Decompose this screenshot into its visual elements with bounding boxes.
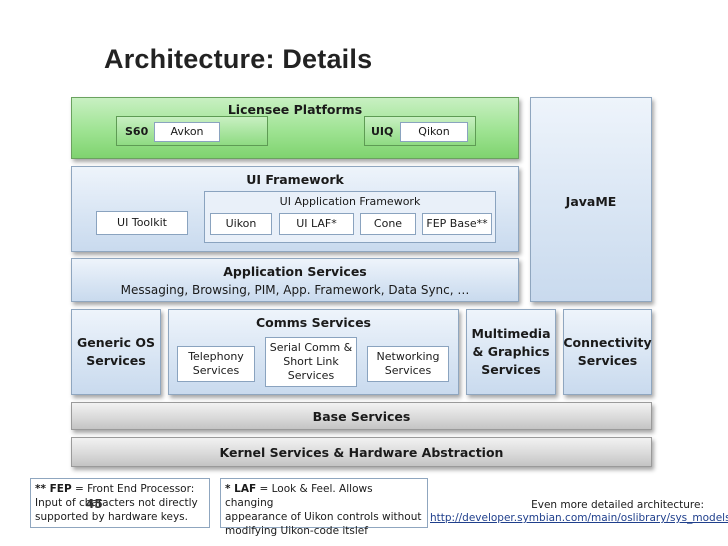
fep-term: ** FEP bbox=[35, 483, 72, 495]
qikon-box: Qikon bbox=[400, 122, 468, 142]
application-services-band: Application Services Messaging, Browsing… bbox=[71, 258, 519, 302]
kernel-services-label: Kernel Services & Hardware Abstraction bbox=[219, 444, 504, 460]
application-services-title: Application Services bbox=[223, 264, 367, 279]
application-services-subtitle: Messaging, Browsing, PIM, App. Framework… bbox=[120, 283, 470, 297]
laf-note: * LAF = Look & Feel. Allows changing app… bbox=[220, 478, 428, 537]
base-services-band: Base Services bbox=[71, 402, 652, 430]
serial-comm-box: Serial Comm & Short Link Services bbox=[265, 337, 357, 387]
telephony-line1: Telephony bbox=[188, 350, 244, 363]
more-detail-label: Even more detailed architecture: bbox=[531, 499, 704, 511]
ui-toolkit-label: UI Toolkit bbox=[117, 216, 167, 229]
javame-label: JavaME bbox=[565, 194, 617, 209]
laf-text1: = Look & Feel. Allows changing bbox=[225, 483, 373, 509]
ui-laf-label: UI LAF* bbox=[296, 217, 337, 230]
licensee-platforms-title: Licensee Platforms bbox=[227, 102, 363, 117]
fep-text2: Input of characters not directly bbox=[35, 497, 198, 509]
ui-laf-box: UI LAF* bbox=[279, 213, 354, 235]
licensee-platforms-band: Licensee Platforms S60 Avkon UIQ Qikon bbox=[71, 97, 519, 159]
fep-base-box: FEP Base** bbox=[422, 213, 492, 235]
comms-services-title: Comms Services bbox=[255, 315, 371, 330]
connectivity-line1: Connectivity bbox=[563, 335, 652, 350]
networking-line2: Services bbox=[384, 364, 432, 377]
comms-services-band: Comms Services Telephony Services Serial… bbox=[168, 309, 459, 395]
javame-band: JavaME bbox=[530, 97, 652, 302]
avkon-label: Avkon bbox=[170, 125, 204, 138]
ui-framework-title: UI Framework bbox=[246, 172, 344, 187]
serial-line2: Short Link bbox=[283, 355, 339, 368]
multimedia-graphics-band: Multimedia & Graphics Services bbox=[466, 309, 556, 395]
generic-os-services-band: Generic OS Services bbox=[71, 309, 161, 395]
ui-app-framework-label: UI Application Framework bbox=[279, 195, 421, 208]
serial-line3: Services bbox=[287, 369, 335, 382]
networking-services-box: Networking Services bbox=[367, 346, 449, 382]
uikon-box: Uikon bbox=[210, 213, 272, 235]
fep-text3: supported by hardware keys. bbox=[35, 511, 188, 523]
telephony-services-box: Telephony Services bbox=[177, 346, 255, 382]
connectivity-line2: Services bbox=[577, 353, 638, 368]
networking-line1: Networking bbox=[376, 350, 440, 363]
generic-os-line2: Services bbox=[86, 353, 146, 368]
uiq-label: UIQ bbox=[371, 124, 394, 138]
uikon-label: Uikon bbox=[225, 217, 257, 230]
laf-text3: modifying Uikon-code itslef bbox=[225, 525, 368, 537]
page-number: 45 bbox=[86, 497, 103, 511]
page-title: Architecture: Details bbox=[104, 44, 373, 74]
generic-os-line1: Generic OS bbox=[77, 335, 155, 350]
base-services-label: Base Services bbox=[312, 408, 411, 424]
architecture-link[interactable]: http://developer.symbian.com/main/oslibr… bbox=[430, 512, 728, 524]
kernel-services-band: Kernel Services & Hardware Abstraction bbox=[71, 437, 652, 467]
fep-text1: = Front End Processor: bbox=[71, 483, 195, 495]
qikon-label: Qikon bbox=[418, 125, 450, 138]
ui-toolkit-box: UI Toolkit bbox=[96, 211, 188, 235]
telephony-line2: Services bbox=[192, 364, 240, 377]
serial-line1: Serial Comm & bbox=[269, 341, 353, 354]
multimedia-line3: Services bbox=[481, 362, 541, 377]
laf-term: * LAF bbox=[225, 483, 257, 495]
connectivity-services-band: Connectivity Services bbox=[563, 309, 652, 395]
fep-note: ** FEP = Front End Processor: Input of c… bbox=[30, 478, 210, 528]
multimedia-line1: Multimedia bbox=[471, 326, 551, 341]
ui-framework-band: UI Framework UI Application Framework UI… bbox=[71, 166, 519, 252]
avkon-box: Avkon bbox=[154, 122, 220, 142]
cone-box: Cone bbox=[360, 213, 416, 235]
s60-label: S60 bbox=[125, 124, 149, 138]
cone-label: Cone bbox=[373, 217, 403, 230]
multimedia-line2: & Graphics bbox=[472, 344, 550, 359]
fep-base-label: FEP Base** bbox=[426, 217, 488, 230]
laf-text2: appearance of Uikon controls without bbox=[225, 511, 422, 523]
